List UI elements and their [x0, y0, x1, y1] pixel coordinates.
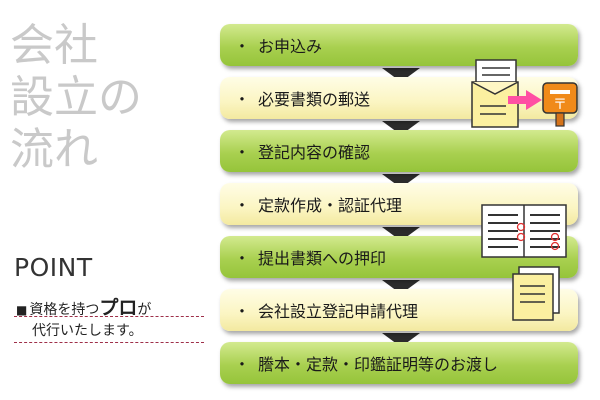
title-line-3: 流れ	[10, 124, 200, 176]
postbox-icon: 〒	[540, 80, 580, 128]
page-title: 会社 設立の 流れ	[10, 20, 200, 176]
point-heading: POINT	[14, 253, 93, 282]
title-line-1: 会社	[10, 20, 200, 72]
step-5-label: 提出書類への押印	[258, 245, 386, 269]
step-3: ・登記内容の確認	[220, 130, 578, 172]
title-line-2: 設立の	[10, 72, 200, 124]
step-1-label: お申込み	[258, 33, 322, 57]
step-2-dot: ・	[234, 86, 250, 110]
step-4-dot: ・	[234, 192, 250, 216]
step-7-label: 謄本・定款・印鑑証明等のお渡し	[258, 351, 498, 375]
step-5-dot: ・	[234, 245, 250, 269]
step-6-label: 会社設立登記申請代理	[258, 298, 418, 322]
document-icon	[511, 266, 561, 322]
step-4-label: 定款作成・認証代理	[258, 192, 402, 216]
point-bullet: ■	[16, 303, 27, 317]
step-7: ・謄本・定款・印鑑証明等のお渡し	[220, 342, 578, 384]
point-divider-2	[14, 342, 204, 343]
step-6-dot: ・	[234, 298, 250, 322]
point-line-2: 代行いたします。	[32, 320, 143, 340]
step-2-label: 必要書類の郵送	[258, 86, 370, 110]
document-book-icon	[481, 204, 567, 258]
svg-text:〒: 〒	[553, 97, 567, 113]
step-1-dot: ・	[234, 33, 250, 57]
send-arrow-icon	[508, 90, 542, 110]
point-divider-1	[14, 316, 204, 317]
step-3-label: 登記内容の確認	[258, 139, 370, 163]
step-7-dot: ・	[234, 351, 250, 375]
step-3-dot: ・	[234, 139, 250, 163]
